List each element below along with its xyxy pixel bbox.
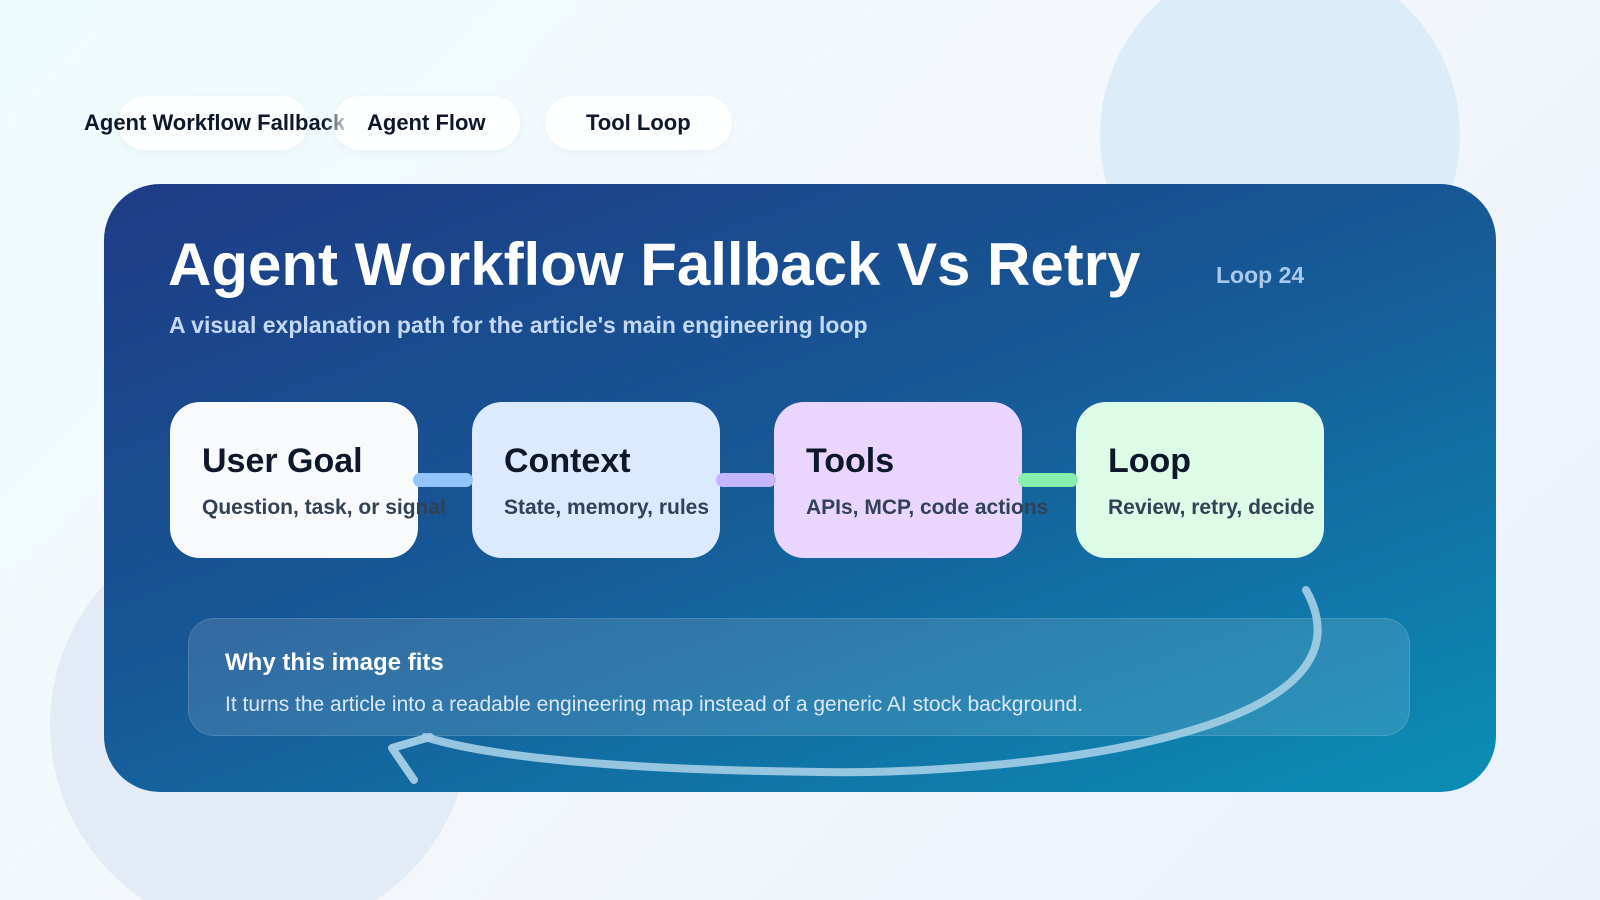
tab-label-agent-workflow-fallback[interactable]: Agent Workflow Fallback xyxy=(84,110,344,135)
hero-subtitle: A visual explanation path for the articl… xyxy=(169,312,868,338)
step-user-goal: User Goal Question, task, or signal xyxy=(170,402,446,558)
step-description: Review, retry, decide xyxy=(1108,496,1315,519)
tab-label-agent-flow[interactable]: Agent Flow xyxy=(367,110,486,135)
connector-context-tools xyxy=(716,473,776,487)
tab-label-tool-loop[interactable]: Tool Loop xyxy=(586,110,691,135)
step-description: State, memory, rules xyxy=(504,496,710,519)
note-title: Why this image fits xyxy=(225,649,444,676)
step-loop: Loop Review, retry, decide xyxy=(1076,402,1324,558)
step-title: User Goal xyxy=(202,442,363,480)
tab-tool-loop[interactable] xyxy=(545,96,732,150)
hero-card: Agent Workflow Fallback Vs Retry A visua… xyxy=(104,184,1496,792)
step-description: Question, task, or signal xyxy=(202,496,446,519)
step-title: Context xyxy=(504,442,631,480)
connector-goal-context xyxy=(413,473,473,487)
loop-badge: Loop 24 xyxy=(1216,262,1305,288)
step-description: APIs, MCP, code actions xyxy=(806,496,1049,519)
note-body: It turns the article into a readable eng… xyxy=(225,693,1084,716)
step-context: Context State, memory, rules xyxy=(472,402,720,558)
step-title: Tools xyxy=(806,442,895,480)
step-title: Loop xyxy=(1108,442,1192,480)
step-tools: Tools APIs, MCP, code actions xyxy=(774,402,1048,558)
hero-title: Agent Workflow Fallback Vs Retry xyxy=(168,231,1141,298)
why-this-image-fits-panel: Why this image fits It turns the article… xyxy=(188,618,1410,736)
tab-strip: Agent Workflow Fallback Agent Flow Tool … xyxy=(0,96,760,150)
tab-agent-workflow-fallback[interactable] xyxy=(118,96,308,150)
connector-tools-loop xyxy=(1018,473,1078,487)
tab-agent-flow[interactable] xyxy=(333,96,520,150)
